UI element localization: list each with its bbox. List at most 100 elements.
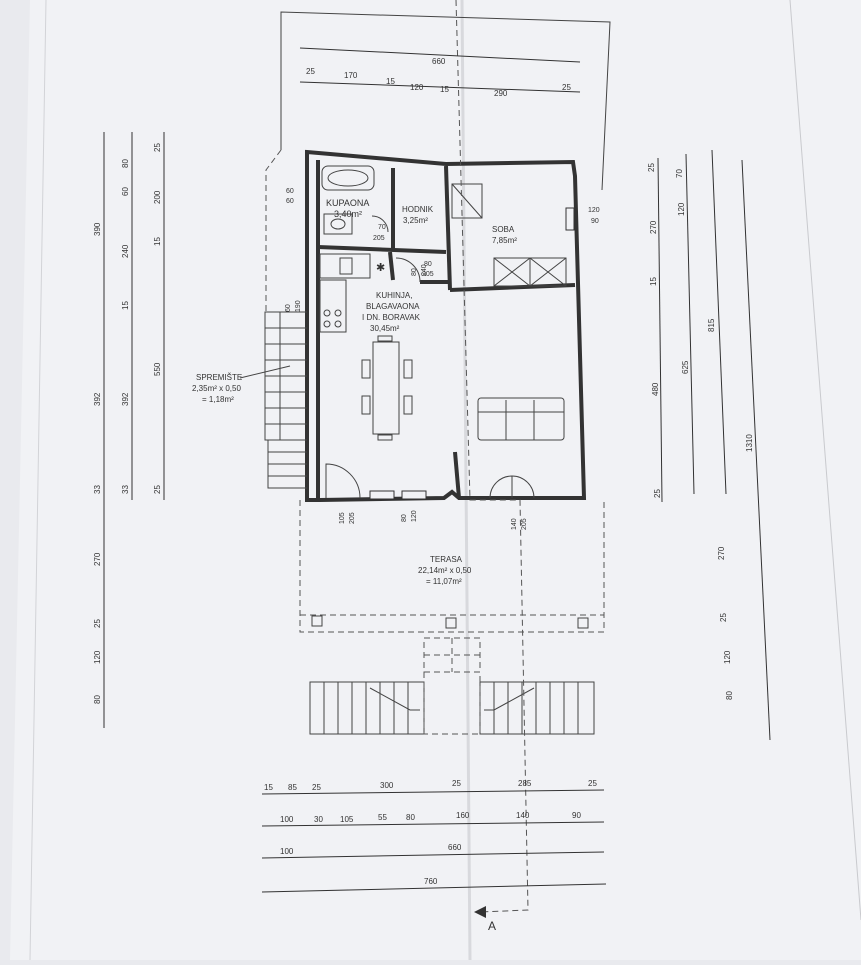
left-outer-4: 120 — [93, 650, 102, 664]
left-outer-5: 80 — [93, 695, 102, 704]
storage-door-h: 190 — [295, 300, 302, 312]
terasa-line3: = 11,07m² — [426, 577, 462, 586]
right-mid-s1: 70 — [675, 169, 684, 178]
storage-stairs — [264, 149, 307, 489]
kupaona-area: 3,40m² — [334, 209, 362, 219]
terrace-door-h: 205 — [521, 518, 528, 530]
kitchen-door-h: 205 — [349, 512, 356, 524]
bathroom-fixtures — [321, 165, 389, 235]
top-dimensions: 660 25 170 15 120 15 290 25 — [299, 47, 581, 98]
left-mid-1: 240 — [121, 244, 130, 258]
bottom-r2-1: 100 — [280, 815, 294, 824]
kitchen-door-w: 105 — [339, 512, 346, 524]
hall-side-w: 80 — [411, 268, 418, 276]
left-mid-s1: 80 — [121, 159, 130, 168]
bottom-r4-1: 760 — [424, 877, 438, 886]
hall-side-h: 240 — [421, 264, 428, 276]
right-inner-s1: 25 — [647, 163, 656, 172]
bottom-dimensions: 15 85 25 300 25 285 25 100 30 105 55 80 … — [261, 779, 607, 893]
hall-door-w: 80 — [424, 261, 432, 268]
spremiste-line3: = 1,18m² — [202, 395, 234, 404]
left-inner-s1: 25 — [153, 143, 162, 152]
entrance-stairs — [309, 671, 595, 735]
kuhinja-area: 30,45m² — [370, 324, 400, 333]
right-inner-1: 270 — [649, 220, 658, 234]
bedroom-furniture — [395, 183, 567, 287]
left-outer-s1: 33 — [93, 485, 102, 494]
left-inner-1: 200 — [153, 190, 162, 204]
left-mid-s3: 15 — [121, 301, 130, 310]
right-outer-1: 815 — [707, 318, 716, 332]
left-inner-s3: 25 — [153, 485, 162, 494]
paper-edge — [789, 0, 861, 921]
top-p1: 25 — [306, 67, 315, 76]
dining-table — [361, 335, 413, 441]
right-dimensions: 270 480 25 15 25 120 625 70 815 1310 270… — [647, 149, 771, 741]
kuhinja-line2: BLAGAVAONA — [366, 302, 420, 311]
svg-text:✱: ✱ — [376, 262, 385, 274]
section-marker-a: A — [488, 919, 496, 933]
terasa-name: TERASA — [430, 555, 463, 564]
hodnik-area: 3,25m² — [403, 216, 428, 225]
bottom-r2-6: 160 — [456, 811, 470, 820]
right-mid-2: 625 — [681, 360, 690, 374]
bottom-r2-8: 90 — [572, 811, 581, 820]
left-outer-s2: 25 — [93, 619, 102, 628]
left-mid-s4: 33 — [121, 485, 130, 494]
bottom-r3-1: 100 — [280, 847, 294, 856]
bottom-r1-1: 15 — [264, 783, 273, 792]
right-inner-s3: 25 — [653, 489, 662, 498]
soba-window-w: 120 — [588, 207, 600, 214]
paper-edge-left — [29, 0, 47, 961]
bottom-r1-2: 85 — [288, 783, 297, 792]
right-far-2: 270 — [717, 546, 726, 560]
bottom-openings — [325, 207, 575, 500]
paper — [10, 0, 861, 960]
bottom-r1-6: 285 — [518, 779, 532, 788]
hall-door-h: 205 — [422, 271, 434, 278]
top-p7: 25 — [562, 83, 571, 92]
kuhinja-line1: KUHINJA, — [376, 291, 412, 300]
right-inner-s2: 15 — [649, 277, 658, 286]
bath-door-w: 70 — [378, 224, 386, 231]
top-p6: 290 — [494, 89, 508, 98]
right-far-1: 1310 — [745, 434, 754, 452]
top-p2: 170 — [344, 71, 358, 80]
bottom-r2-2: 30 — [314, 815, 323, 824]
left-outer-2: 392 — [93, 392, 102, 406]
left-outer-3: 270 — [93, 552, 102, 566]
bottom-r1-7: 25 — [588, 779, 597, 788]
right-far-s1: 25 — [719, 613, 728, 622]
terrace-outline — [299, 500, 605, 673]
bath-door-h: 205 — [373, 235, 385, 242]
kitchen-window-w: 80 — [401, 514, 408, 522]
right-inner-2: 480 — [651, 382, 660, 396]
kitchen-counter: ✱ — [319, 253, 385, 333]
bottom-r2-7: 140 — [516, 811, 530, 820]
bottom-r1-4: 300 — [380, 781, 394, 790]
kupaona-name: KUPAONA — [326, 198, 369, 208]
room-labels: KUPAONA 3,40m² HODNIK 3,25m² SOBA 7,85m²… — [192, 198, 517, 586]
opening-labels: 60 60 70 205 120 90 80 205 80 240 60 190… — [285, 188, 600, 530]
right-far-4: 80 — [725, 691, 734, 700]
paper-fold — [460, 0, 472, 961]
kitchen-window-h: 120 — [411, 510, 418, 522]
bottom-r3-2: 660 — [448, 843, 462, 852]
left-mid-s2: 60 — [121, 187, 130, 196]
storage-door-w: 60 — [285, 304, 292, 312]
soba-window-h: 90 — [591, 218, 599, 225]
left-outer-1: 390 — [93, 222, 102, 236]
bottom-r1-5: 25 — [452, 779, 461, 788]
top-p3: 15 — [386, 77, 395, 86]
left-inner-s2: 15 — [153, 237, 162, 246]
terrace-door-w: 140 — [511, 518, 518, 530]
left-dimensions: 390 392 270 120 80 33 25 240 392 80 60 1… — [93, 132, 165, 728]
soba-name: SOBA — [492, 225, 515, 234]
top-terrace-outline — [280, 11, 611, 191]
spremiste-name: SPREMIŠTE — [196, 373, 242, 382]
top-overall: 660 — [432, 57, 446, 66]
right-far-3: 120 — [723, 650, 732, 664]
left-mid-2: 392 — [121, 392, 130, 406]
